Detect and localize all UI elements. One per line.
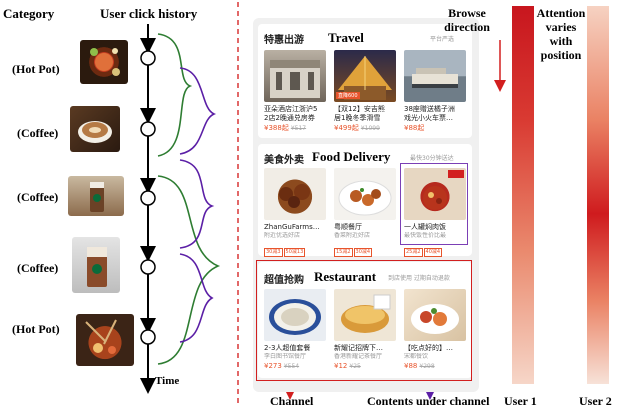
card-title: ZhanGuFarms… [264,223,320,231]
content-card[interactable]: 2-3人超值套餐 李白图书馆餐厅 ¥273¥554 [264,289,326,372]
card-title: 2-3人超值套餐 [264,344,311,352]
user2-label: User 2 [579,394,612,408]
card-price: ¥12 [334,362,348,370]
card-title: 粤顺餐厅 [334,223,362,231]
card-subtitle: 最快饭性价比最 [404,232,447,239]
content-card[interactable]: 亚朵酒店江浙沪5 2店2晚通兑房券 ¥388起¥517 [264,50,326,134]
discount-badge: 直降600 [336,92,360,99]
category-label: (Coffee) [17,261,59,275]
card-subtitle: 李白图书馆餐厅 [264,353,307,360]
hotpot-image [76,314,134,366]
channel-title-cn: 特惠出游 [264,35,304,46]
channel-label: Channel [270,394,314,408]
click-node [140,259,156,275]
coffee-image [72,237,120,293]
content-card[interactable]: 新耀记招牌下… 香港新耀记茶餐厅 ¥12¥25 [334,289,396,372]
card-title: 【吃点好的】… [404,344,453,352]
category-label: (Coffee) [17,190,59,204]
coupon-tag: 30减4 [353,248,373,257]
channel-note: 最快30分钟送达 [410,155,454,162]
card-subtitle: 香菜附近好店 [334,232,371,239]
content-highlight-box [400,163,468,245]
card-title: 【双12】安吉熊 [334,105,385,113]
category-label: (Hot Pot) [12,322,60,336]
card-old-price: ¥517 [290,125,307,132]
channel-restaurant[interactable]: 超值抢购 Restaurant 到店使用 过期自动退款 2-3人超值套餐 李白图… [258,262,472,378]
category-label: (Hot Pot) [12,62,60,76]
card-price: ¥388起 [264,124,289,132]
user1-label: User 1 [504,394,537,408]
card-price: ¥88 [404,362,418,370]
channel-travel[interactable]: 特惠出游 Travel 平台严选 亚朵酒店江浙沪5 2店2晚通兑房券 ¥388起… [258,24,472,138]
card-title: 一人罐焖肉饭 [404,223,446,231]
attention-bar-user2 [587,6,609,384]
card-price: ¥499起 [334,124,359,132]
card-title: 38座赠送橘子洲 [404,105,455,113]
card-price: ¥88起 [404,124,425,132]
category-label: (Coffee) [17,126,59,140]
purple-brace [179,159,215,249]
coffee-image [68,176,124,216]
purple-brace [179,253,214,343]
coupon-tag: 25减2 [404,248,423,257]
click-node [140,50,156,66]
green-brace [157,33,193,157]
card-subtitle: 宋都餐饮 [404,353,429,360]
coupon-tag: 40减4 [423,248,443,257]
card-old-price: ¥1099 [360,125,380,132]
card-subtitle: 戏光小火车票… [404,114,453,122]
category-header: Category [3,6,55,21]
channel-title-cn: 美食外卖 [264,155,304,166]
card-subtitle: 香港新耀记茶餐厅 [334,353,383,360]
channel-title-en: Food Delivery [312,149,391,164]
card-subtitle: 附近优选好店 [264,232,301,239]
hotpot-image [80,40,128,84]
card-old-price: ¥25 [349,363,361,370]
coupon-tag: 15减2 [334,248,353,257]
channel-food-delivery[interactable]: 美食外卖 Food Delivery 最快30分钟送达 ZhanGuFarms…… [258,144,472,258]
card-old-price: ¥554 [283,363,300,370]
click-history-header: User click history [100,6,198,21]
coupon-tag: 30减3 [264,248,283,257]
channel-title-en: Travel [328,30,364,45]
click-node [140,121,156,137]
click-node [140,329,156,345]
green-brace [157,175,221,365]
card-subtitle: 2店2晚通兑房券 [264,114,315,122]
coupon-tag: 50减13 [283,248,306,257]
browse-direction-label: Browse direction [444,6,490,34]
content-card[interactable]: 38座赠送橘子洲 戏光小火车票… ¥88起 [404,50,466,133]
card-price: ¥273 [264,362,282,370]
purple-brace [179,67,217,155]
card-title: 新耀记招牌下… [334,344,383,352]
channel-note: 到店使用 过期自动退款 [388,275,450,282]
card-subtitle: 居1晚冬季滑雪 [334,114,381,122]
card-old-price: ¥298 [419,363,435,370]
attention-label: Attention varies with position [536,6,586,62]
attention-bar-user1 [512,6,534,384]
coffee-image [70,106,120,152]
channel-title-en: Restaurant [314,269,377,284]
click-node [140,190,156,206]
content-card[interactable]: 直降600 【双12】安吉熊 居1晚冬季滑雪 ¥499起¥1099 [334,50,396,134]
channel-title-cn: 超值抢购 [264,275,304,286]
contents-label: Contents under channel [367,394,490,408]
channel-highlight-box [256,260,472,381]
card-title: 亚朵酒店江浙沪5 [264,105,318,113]
content-card[interactable]: 【吃点好的】… 宋都餐饮 ¥88¥298 [404,289,466,372]
channel-note: 平台严选 [430,36,455,43]
time-label: Time [155,375,180,387]
